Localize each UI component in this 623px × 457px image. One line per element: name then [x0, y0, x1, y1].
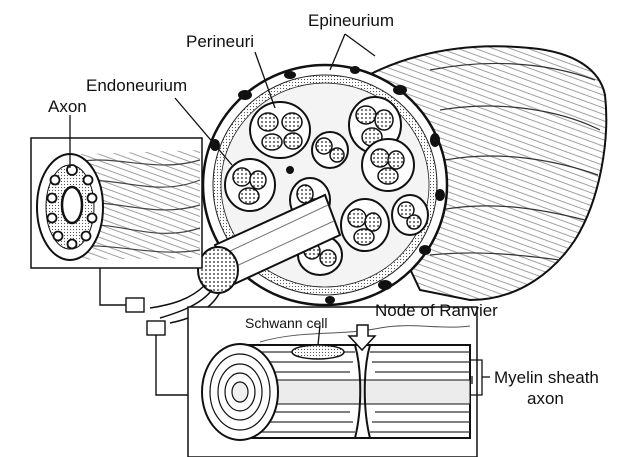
label-axon-top: Axon	[48, 97, 87, 116]
label-epineurium: Epineurium	[308, 11, 394, 30]
fascicle	[312, 132, 348, 168]
fascicle	[341, 199, 389, 251]
axon-bundle-inset	[31, 138, 202, 268]
inset-connectors	[100, 268, 188, 395]
label-schwann-cell: Schwann cell	[245, 315, 328, 331]
label-node-of-ranvier: Node of Ranvier	[375, 301, 498, 320]
myelinated-fiber-inset	[188, 307, 477, 457]
label-perineuri: Perineuri	[186, 32, 254, 51]
fascicle	[392, 195, 428, 235]
label-axon-bottom: axon	[527, 389, 564, 408]
fascicle	[225, 159, 275, 211]
label-endoneurium: Endoneurium	[86, 76, 187, 95]
label-myelin-sheath: Myelin sheath	[494, 368, 599, 387]
fascicle	[362, 139, 414, 191]
fascicle	[250, 102, 310, 158]
